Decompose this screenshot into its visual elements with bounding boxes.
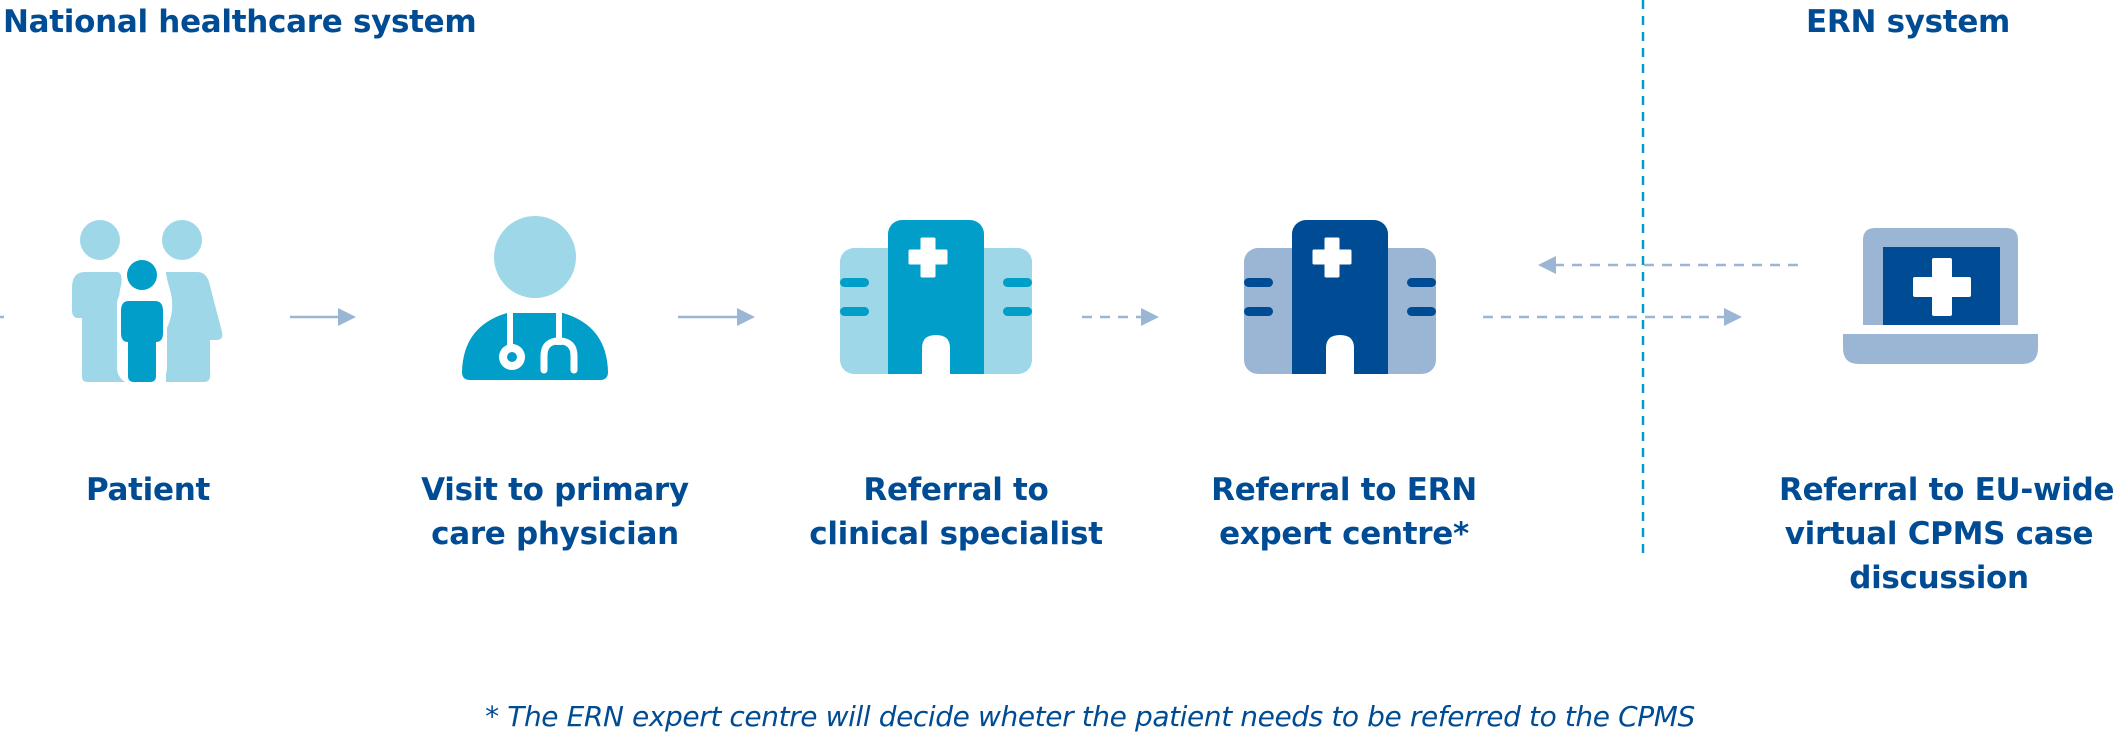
label-line: clinical specialist xyxy=(809,516,1103,552)
laptop-medical-icon xyxy=(1843,228,2038,364)
connector-ern-to-cpms xyxy=(1483,308,1742,326)
arrowhead-icon xyxy=(737,308,755,326)
label-line: virtual CPMS case xyxy=(1784,516,2094,552)
step-label-clinical-specialist: Referral to clinical specialist xyxy=(796,468,1116,556)
label-line: Visit to primary xyxy=(421,472,689,508)
arrowhead-icon xyxy=(1724,308,1742,326)
national-healthcare-system-heading: National healthcare system xyxy=(3,4,477,40)
step-label-patient: Patient xyxy=(0,468,308,512)
connector-cpms-to-ern xyxy=(1538,256,1800,274)
connector-primary-care-to-specialist xyxy=(678,308,755,326)
arrowhead-icon xyxy=(1538,256,1556,274)
ern-system-heading: ERN system xyxy=(1806,4,2011,40)
label-line: care physician xyxy=(431,516,679,552)
arrowhead-icon xyxy=(338,308,356,326)
connector-patient-to-primary-care xyxy=(290,308,356,326)
label-line: Referral to EU-wide xyxy=(1779,472,2115,508)
label-line: Referral to xyxy=(863,472,1049,508)
label-line: Referral to ERN xyxy=(1211,472,1477,508)
label-line: Patient xyxy=(85,472,211,508)
connector-specialist-to-ern xyxy=(1082,308,1159,326)
doctor-icon xyxy=(462,216,608,380)
label-line: discussion xyxy=(1849,560,2029,596)
hospital-icon xyxy=(840,220,1032,374)
step-label-ern-expert-centre: Referral to ERN expert centre* xyxy=(1184,468,1504,556)
family-icon xyxy=(72,220,223,384)
step-label-primary-care: Visit to primary care physician xyxy=(395,468,715,556)
footnote: * The ERN expert centre will decide whet… xyxy=(485,700,1695,733)
label-line: expert centre* xyxy=(1219,516,1469,552)
hospital-icon xyxy=(1244,220,1436,374)
step-label-cpms: Referral to EU-wide virtual CPMS case di… xyxy=(1779,468,2115,600)
arrowhead-icon xyxy=(1141,308,1159,326)
